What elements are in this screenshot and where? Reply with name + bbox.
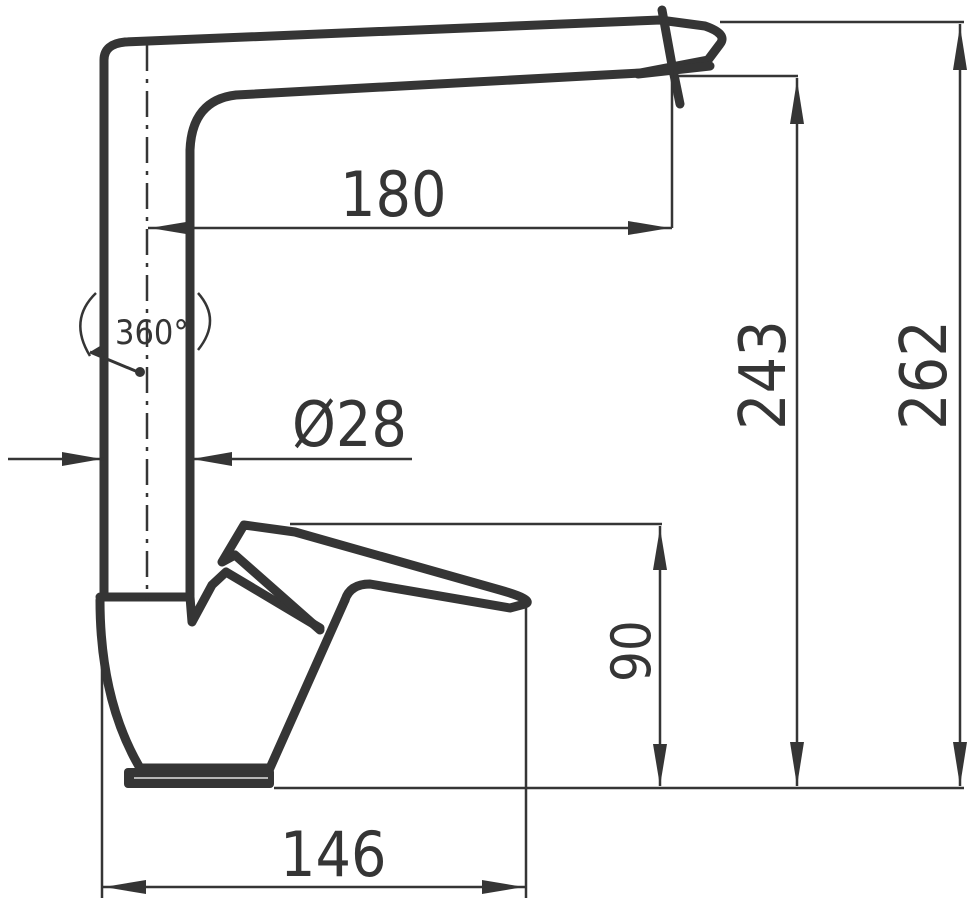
dim-spout-reach: 180 — [148, 70, 674, 235]
spout-tube — [99, 15, 727, 601]
dim-total-height: 262 — [720, 20, 967, 786]
svg-text:90: 90 — [600, 620, 663, 682]
dim-base-width: 146 — [100, 600, 528, 898]
dim-outlet-height: 243 — [676, 74, 804, 786]
dim-lever-height: 90 — [290, 522, 667, 786]
faucet-lever — [217, 520, 532, 635]
faucet-base — [95, 567, 350, 773]
svg-text:146: 146 — [280, 818, 386, 891]
svg-text:262: 262 — [888, 320, 962, 430]
svg-text:243: 243 — [727, 320, 801, 430]
rotation-label: 360° — [115, 313, 189, 353]
svg-text:Ø28: Ø28 — [292, 388, 407, 461]
svg-text:180: 180 — [340, 158, 446, 231]
dim-pipe-diameter: Ø28 — [8, 388, 412, 466]
spout-tip — [633, 5, 715, 109]
rotation-indicator: 360° — [79, 292, 212, 377]
faucet-outline — [95, 5, 727, 788]
